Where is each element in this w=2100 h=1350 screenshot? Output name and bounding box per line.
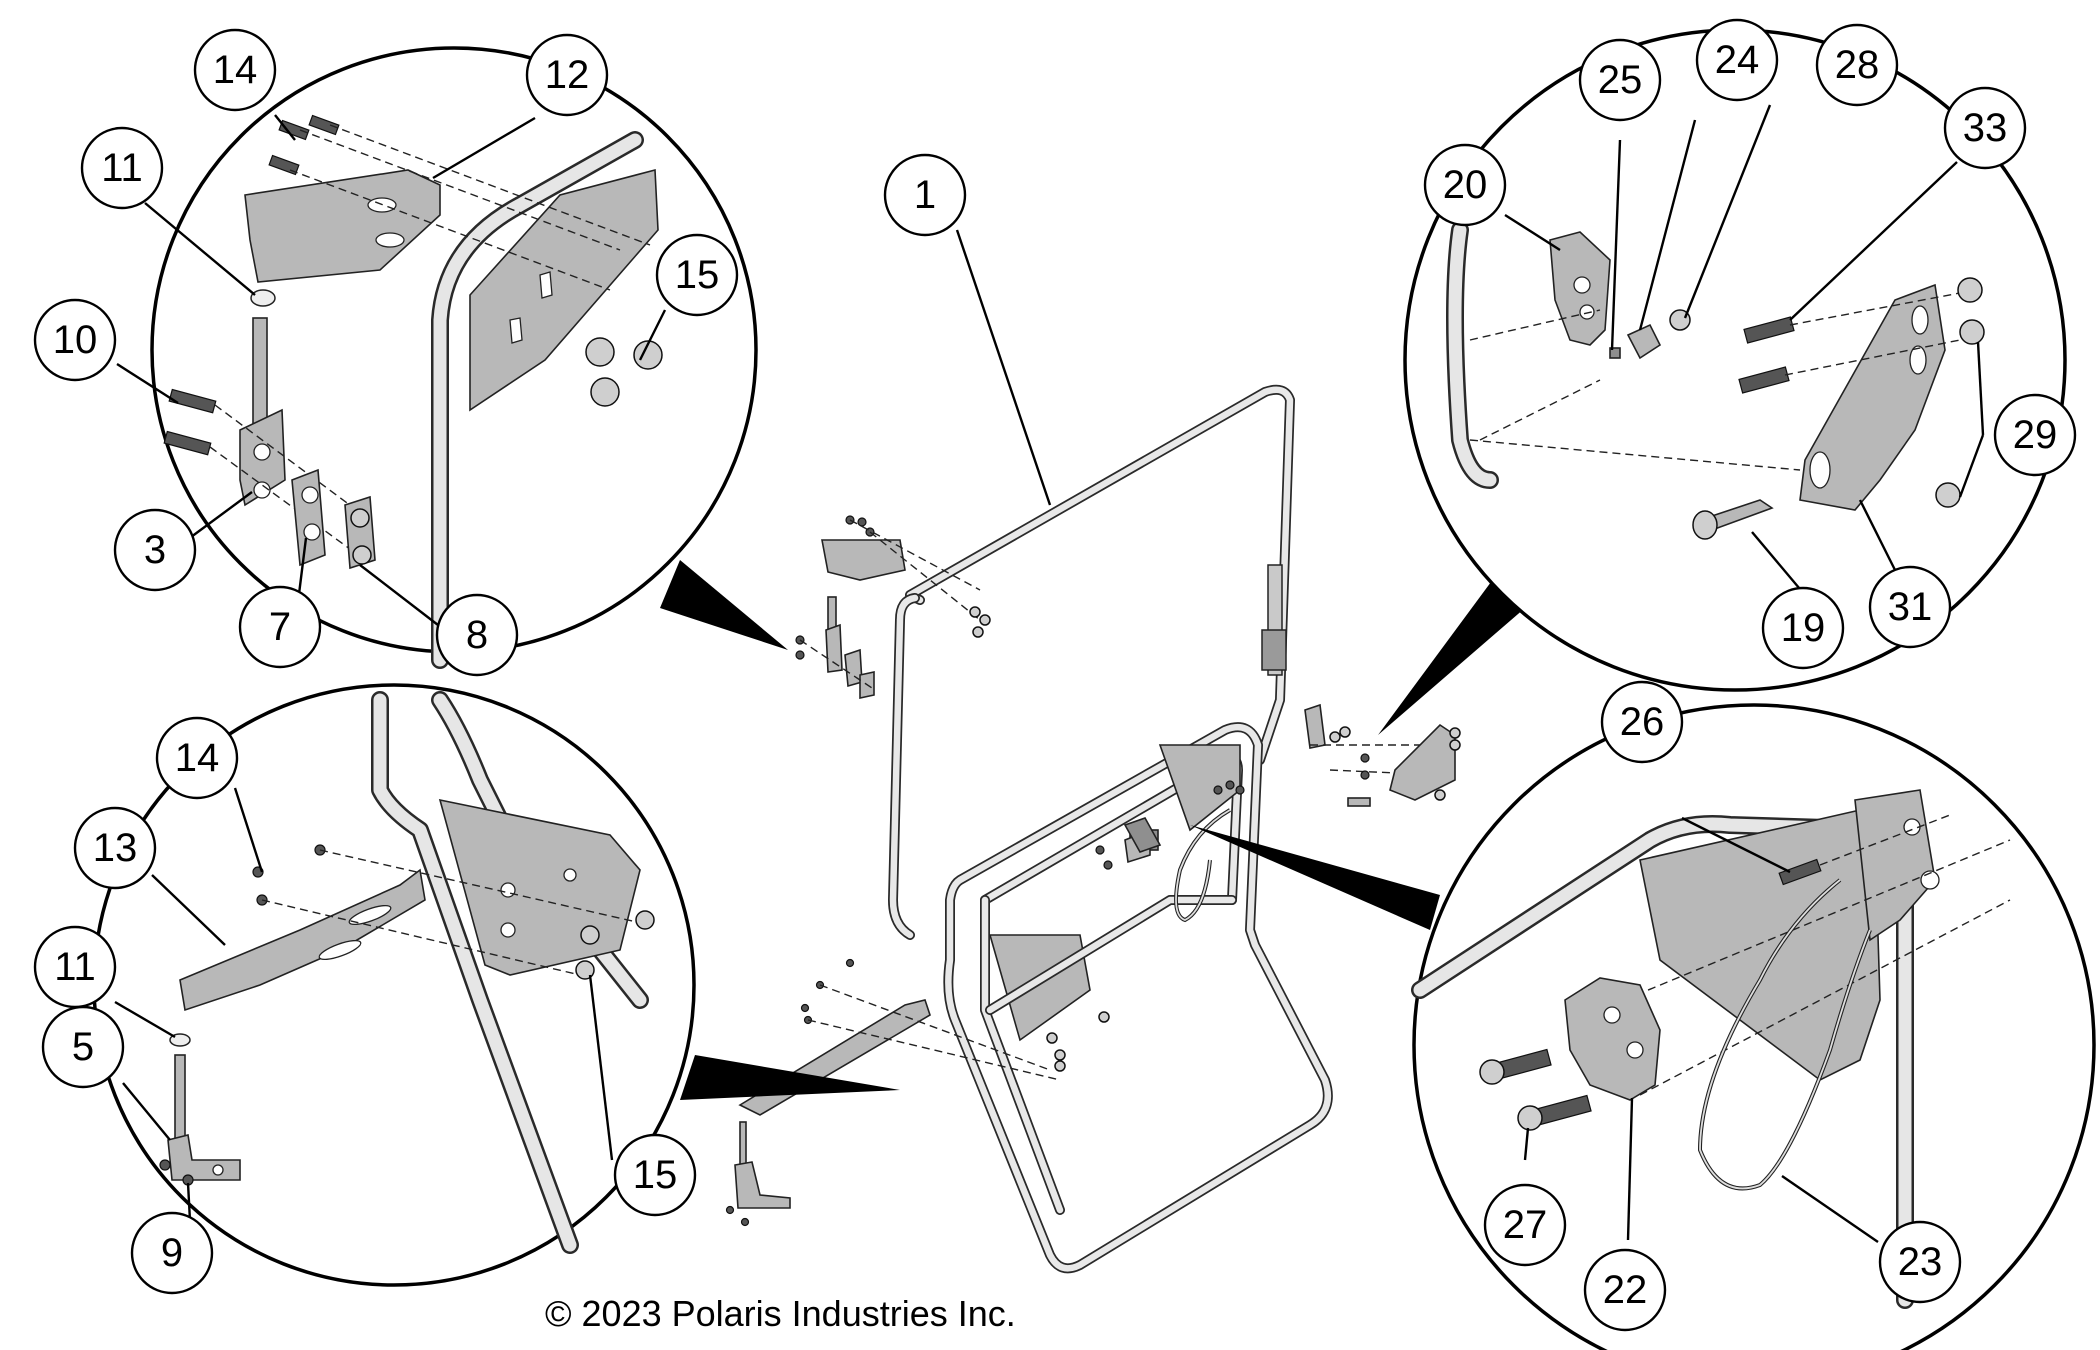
- callout-balloon: 22: [1583, 1248, 1667, 1332]
- callout-label: 15: [633, 1153, 678, 1197]
- callout-label: 24: [1715, 38, 1760, 82]
- callout-balloon: 31: [1868, 565, 1952, 649]
- callout-balloon: 5: [41, 1005, 125, 1089]
- callout-balloon: 3: [113, 508, 197, 592]
- callout-label: 19: [1781, 606, 1826, 650]
- callout-label: 28: [1835, 43, 1880, 87]
- callout-balloon: 19: [1761, 586, 1845, 670]
- callout-label: 29: [2013, 413, 2058, 457]
- detail-upper-hinge: [150, 46, 788, 669]
- detail-latch: [1378, 28, 2067, 735]
- callout-label: 5: [72, 1025, 94, 1069]
- callout-balloon: 11: [33, 925, 117, 1009]
- callout-balloon: 28: [1815, 23, 1899, 107]
- callout-label: 25: [1598, 58, 1643, 102]
- callout-label: 9: [161, 1231, 183, 1275]
- callout-balloon: 29: [1993, 393, 2077, 477]
- callout-balloon: 1: [883, 153, 967, 237]
- callout-balloon: 15: [613, 1133, 697, 1217]
- callout-balloon: 13: [73, 806, 157, 890]
- callout-balloon: 14: [155, 716, 239, 800]
- callout-label: 7: [269, 605, 291, 649]
- callout-balloon: 24: [1695, 18, 1779, 102]
- callout-label: 27: [1503, 1203, 1548, 1247]
- callout-balloon: 10: [33, 298, 117, 382]
- callout-balloon: 9: [130, 1211, 214, 1295]
- callout-balloon: 8: [435, 593, 519, 677]
- callout-label: 22: [1603, 1268, 1648, 1312]
- callout-label: 26: [1620, 700, 1665, 744]
- callout-label: 11: [54, 945, 96, 989]
- callout-balloon: 7: [238, 585, 322, 669]
- callout-balloon: 23: [1878, 1220, 1962, 1304]
- callout-balloon: 20: [1423, 143, 1507, 227]
- callout-label: 8: [466, 613, 488, 657]
- callout-label: 31: [1888, 585, 1933, 629]
- callout-balloon: 26: [1600, 680, 1684, 764]
- callout-label: 23: [1898, 1240, 1943, 1284]
- detail-lower-hinge: [92, 683, 900, 1287]
- callout-balloon: 14: [193, 28, 277, 112]
- callout-balloon: 33: [1943, 86, 2027, 170]
- door-frame-assembly: [725, 384, 1461, 1274]
- detail-handle-cable: [1190, 703, 2096, 1350]
- callout-balloon: 27: [1483, 1183, 1567, 1267]
- callout-label: 15: [675, 253, 720, 297]
- callout-label: 11: [101, 146, 143, 190]
- callout-label: 20: [1443, 163, 1488, 207]
- callout-label: 12: [545, 53, 590, 97]
- callout-label: 33: [1963, 106, 2008, 150]
- callout-balloon: 25: [1578, 38, 1662, 122]
- callout-label: 3: [144, 528, 166, 572]
- callout-label: 10: [53, 318, 98, 362]
- callout-balloon: 12: [525, 33, 609, 117]
- callout-label: 14: [213, 48, 258, 92]
- callout-balloon: 15: [655, 233, 739, 317]
- callout-label: 13: [93, 826, 138, 870]
- callout-label: 14: [175, 736, 220, 780]
- callout-label: 1: [914, 173, 936, 217]
- callout-balloon: 11: [80, 126, 164, 210]
- copyright-notice: © 2023 Polaris Industries Inc.: [545, 1293, 1016, 1334]
